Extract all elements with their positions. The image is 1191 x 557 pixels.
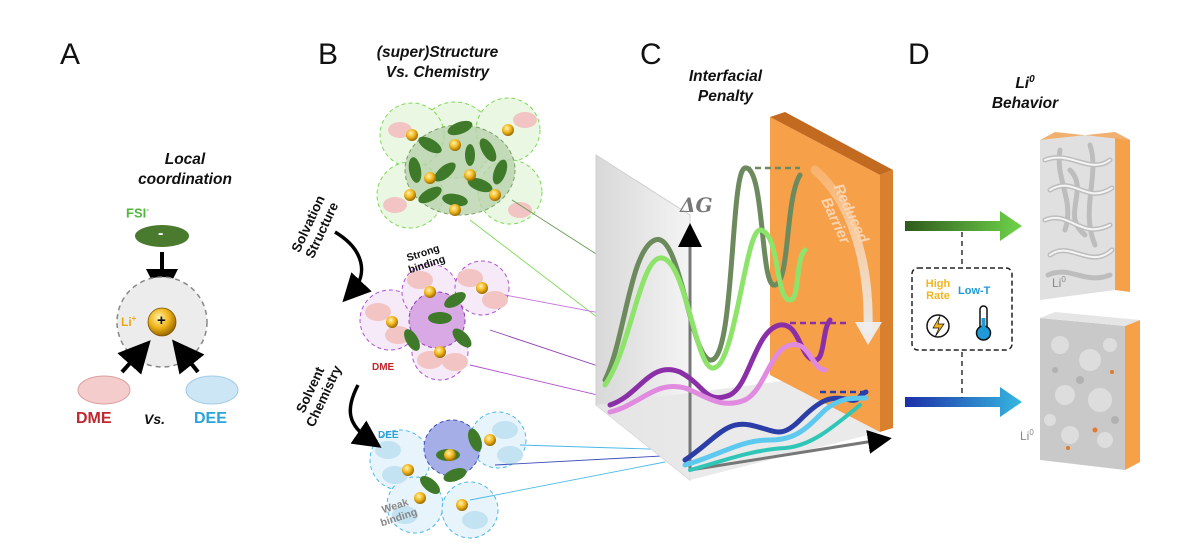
panel-a-title-line1: Local — [164, 151, 206, 168]
panel-d-title-line2: Behavior — [991, 95, 1059, 113]
fsi-charge: - — [158, 225, 164, 242]
li-cation — [147, 307, 177, 337]
fsi-cluster — [376, 97, 543, 229]
panel-c-title-line2: Penalty — [697, 88, 754, 105]
condition-low-t: Low-T — [958, 285, 991, 297]
li-bottom-label: Li0 — [1020, 428, 1034, 443]
dee-label: DEE — [194, 410, 227, 427]
panel-d-letter: D — [908, 38, 930, 71]
interface-plate-edge — [880, 170, 893, 432]
li-deposit-dense — [1040, 312, 1140, 470]
panel-c-title-line1: Interfacial — [688, 68, 763, 85]
panel-d-title-li: Li — [1015, 75, 1030, 93]
fsi-label: FSI- — [126, 205, 149, 220]
panel-b-title-line2: Vs. Chemistry — [385, 64, 490, 81]
li-bottom-text: Li — [1020, 429, 1030, 443]
panel-c-title: Interfacial Penalty — [668, 67, 783, 107]
floor-plate — [596, 380, 880, 480]
li-top-label: Li0 — [1052, 275, 1066, 290]
dme-solvent — [77, 375, 131, 405]
interface-plate-side — [770, 112, 893, 175]
condition-high-rate-line1: High — [925, 278, 951, 290]
panel-d-title-line1: Li0 — [985, 70, 1065, 94]
condition-high-rate-line2: Rate — [926, 290, 950, 302]
li-label-text: Li — [121, 315, 132, 329]
panel-d-title-sup: 0 — [1029, 74, 1035, 85]
panel-d-title: Li0 Behavior — [985, 70, 1065, 114]
panel-b-title: (super)Structure Vs. Chemistry — [350, 43, 525, 83]
fsi-anion — [135, 225, 189, 247]
dme-tag: DME — [372, 362, 395, 373]
versus-label: Vs. — [144, 411, 166, 427]
fsi-label-sup: - — [146, 205, 149, 214]
panel-a-title-line2: coordination — [138, 171, 232, 188]
li-label: Li+ — [121, 314, 136, 329]
interface-plate-front — [770, 117, 880, 432]
panel-c-letter: C — [640, 38, 662, 71]
li-top-sup: 0 — [1061, 275, 1066, 284]
li-charge: + — [157, 312, 166, 329]
arrow-green — [905, 211, 1022, 241]
delta-g-axis-label: ΔG — [680, 193, 713, 217]
condition-high-rate: High Rate — [918, 278, 958, 302]
panel-b-letter: B — [318, 38, 339, 71]
panel-a-diagram — [77, 225, 239, 405]
dee-solvent — [185, 375, 239, 405]
li-label-sup: + — [131, 314, 137, 323]
arrow-blue — [905, 387, 1022, 417]
li-deposit-dendritic — [1040, 132, 1130, 300]
panel-b-title-line1: (super)Structure — [376, 44, 499, 61]
dee-cluster — [369, 411, 527, 539]
dee-tag: DEE — [378, 430, 399, 441]
panel-d-diagram — [905, 132, 1140, 470]
panel-c-diagram — [595, 112, 893, 482]
li-top-text: Li — [1052, 276, 1062, 290]
dme-label: DME — [76, 410, 112, 427]
energy-curves — [602, 165, 869, 472]
panel-a-title: Local coordination — [130, 150, 240, 190]
thermometer-icon — [975, 305, 992, 341]
panel-a-letter: A — [60, 38, 81, 71]
fsi-label-text: FSI — [126, 205, 147, 221]
dme-cluster — [359, 260, 510, 381]
li-bottom-sup: 0 — [1029, 428, 1034, 437]
